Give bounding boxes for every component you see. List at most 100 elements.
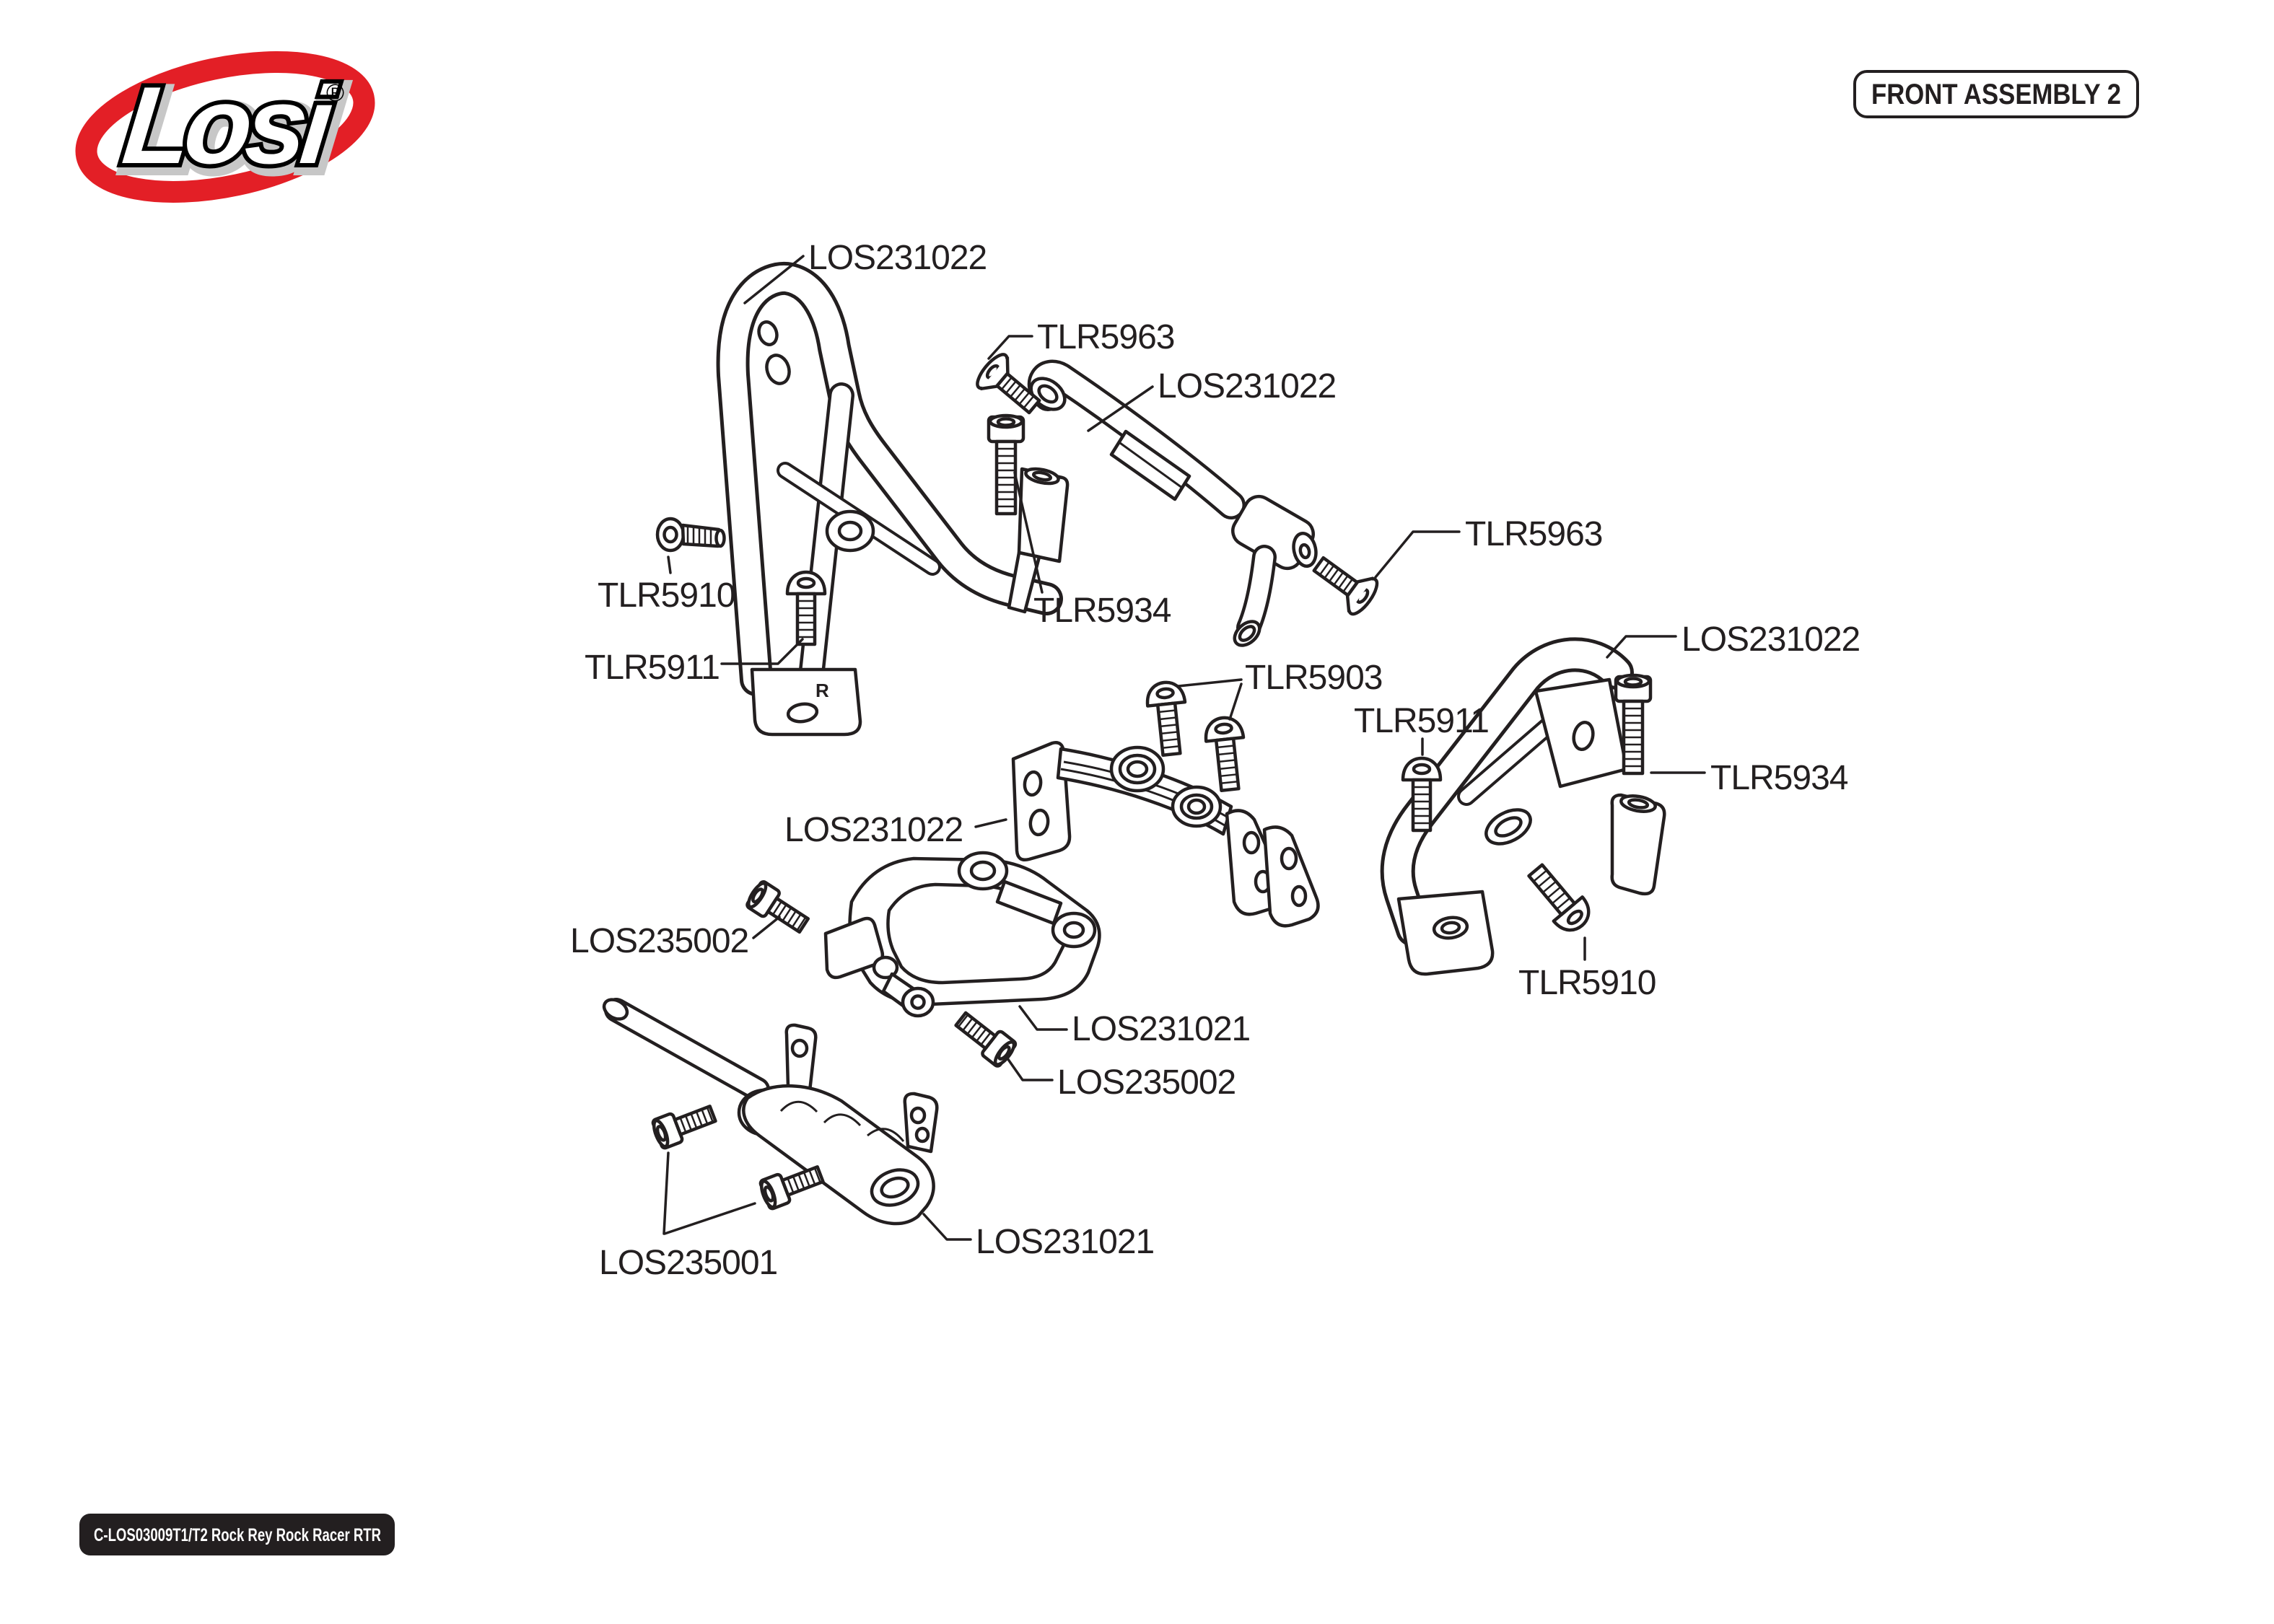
part-label-los231022-top: LOS231022 [808,239,987,277]
part-label-los231021-upper: LOS231021 [1072,1010,1250,1048]
footer-badge: C-LOS03009T1/T2 Rock Rey Rock Racer RTR [79,1514,395,1555]
leader-line [752,916,781,939]
hole [1028,808,1050,837]
tube-inner [1383,641,1630,943]
eyelet-bore [1494,816,1523,838]
hex-socket [662,525,678,544]
hole [1280,846,1298,871]
brace-inner [1460,716,1558,803]
page-title: FRONT ASSEMBLY 2 [1871,79,2121,110]
clamp-bore [1627,798,1650,809]
thread-ticks [686,526,712,545]
mount-tab [784,1023,818,1093]
hole [765,354,791,385]
part-label-los235002-upper: LOS235002 [570,922,748,960]
part-label-tlr5934-right: TLR5934 [1710,759,1848,797]
hole [1023,770,1043,797]
part-label-tlr5910-left: TLR5910 [598,576,735,615]
part-steering-plate-upper [823,851,1101,1018]
part-label-tlr5963-top: TLR5963 [1037,318,1174,356]
tube-cap [602,998,629,1021]
part-marking: R [815,680,829,701]
boss-bore [969,860,997,882]
screw-tlr5903-a [1145,680,1190,756]
leader-line [1374,530,1461,579]
part-left-a-frame: R [716,261,1070,737]
part-label-tlr5911-left: TLR5911 [585,649,720,687]
hole [757,320,779,346]
clevis-plate [1262,825,1320,928]
side-plate [1011,741,1072,861]
screw-tlr5910-right [1521,859,1596,938]
clamp-block [1017,467,1070,563]
screw-tip [714,528,726,548]
part-label-los235002-lower: LOS235002 [1057,1063,1236,1102]
part-right-a-frame [1380,637,1666,976]
leader-line [1606,635,1677,659]
part-label-los231022-right: LOS231022 [1682,620,1860,659]
boss-bore [1186,798,1207,815]
hole [790,1038,809,1058]
part-label-tlr5911-right: TLR5911 [1354,702,1489,740]
scallops [779,1100,905,1142]
hole [1290,885,1308,908]
footer-badge-background [79,1514,395,1555]
leader-line [1228,682,1243,721]
leader-line [743,255,805,304]
losi-logo: Losi Losi ® [75,51,375,203]
part-label-tlr5963-right: TLR5963 [1465,515,1602,553]
logo-swoosh [75,51,375,203]
screw-tlr5903-b [1204,716,1248,791]
bushing-bore [837,520,863,542]
part-label-tlr5934-left: TLR5934 [1033,592,1171,630]
registered-trademark: ® [326,79,344,107]
part-label-tlr5910-right: TLR5910 [1518,964,1656,1002]
footer-badge-label: C-LOS03009T1/T2 Rock Rey Rock Racer RTR [94,1525,381,1545]
boss-bore [1062,921,1085,939]
logo-wordmark: Losi [118,64,341,187]
bore [1440,921,1461,935]
hole [786,702,819,724]
screw-tlr5934-left [989,416,1023,514]
part-label-los231021-lower: LOS231021 [976,1223,1154,1261]
leader-line [987,335,1033,360]
hole [914,1126,930,1144]
clamp-bore [1031,470,1053,482]
leader-line [1018,1005,1068,1031]
leader-line [667,556,672,574]
logo-wordmark-shadow: Losi [121,69,344,191]
title-box-border [1853,70,2139,118]
hub-bore [1298,543,1311,560]
eyelet-bore [910,994,926,1010]
foot-block [750,667,862,737]
end-bore [880,1176,910,1199]
leader-line [922,1213,972,1241]
screw-los235001-b [758,1160,826,1210]
hole [1242,830,1261,855]
part-steering-link [1027,359,1318,647]
boss-bore [1126,760,1149,778]
leader-line [720,638,804,665]
leader-line [1177,678,1243,688]
tube-inner [607,1001,767,1099]
leader-line [1013,471,1044,594]
tube-inner [720,265,1059,693]
part-caster-block [1011,741,1320,928]
part-label-los235001: LOS235001 [599,1244,777,1282]
leader-line [662,1151,670,1235]
part-steering-plate-lower [602,998,939,1226]
leader-line [663,1202,756,1235]
screw-los235001-a [651,1100,718,1149]
hole [909,1106,927,1125]
title-box: FRONT ASSEMBLY 2 [1853,70,2139,118]
sleeve-line [1119,442,1183,489]
screw-tlr5963-right [1306,548,1381,618]
hole [1572,720,1595,752]
rod-end-bore [1037,384,1059,404]
screw-los235002-upper [745,879,812,938]
leader-line [974,818,1007,828]
leader-line [1087,385,1154,432]
screw-tlr5910-left [655,517,726,553]
